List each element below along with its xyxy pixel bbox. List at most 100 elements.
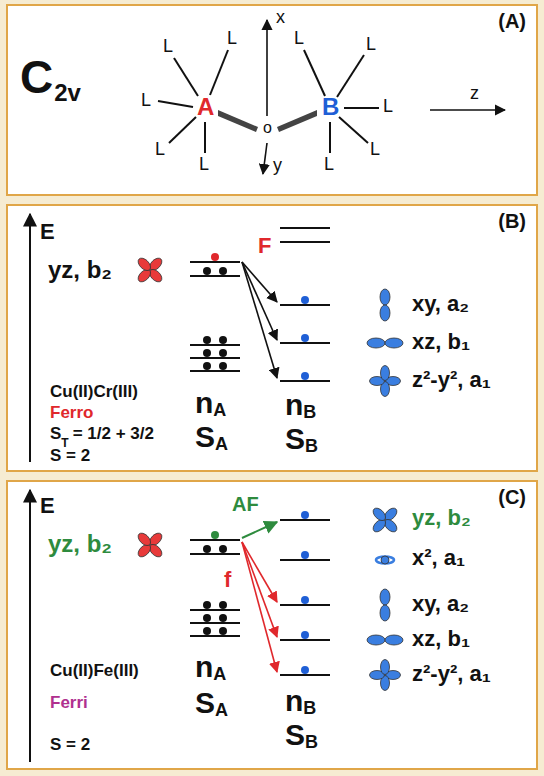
label-holder: B	[305, 733, 318, 753]
label-holder: B	[322, 94, 339, 120]
coupling-label: AF	[232, 493, 259, 515]
level-label: n	[195, 386, 213, 419]
label-holder: L	[370, 140, 380, 160]
orbital-label: z²-y², a₁	[412, 368, 491, 392]
label-holder: L	[383, 97, 393, 117]
level-label: n	[285, 388, 303, 421]
label-holder: S	[50, 425, 61, 444]
spin-label: = 1/2 + 3/2	[73, 425, 154, 444]
label-holder: A	[197, 94, 214, 120]
axis-label: z	[470, 84, 479, 104]
ligand-label: L	[294, 29, 304, 49]
ligand-label: L	[383, 97, 393, 117]
level-label: n	[285, 684, 303, 717]
label-holder: L	[366, 35, 376, 55]
label-holder: A	[213, 401, 226, 421]
label-holder: F	[258, 234, 271, 258]
ligand-label: L	[141, 91, 151, 111]
ligand-label: L	[155, 140, 165, 160]
label-holder: xz, b₁	[412, 330, 470, 354]
label-holder: yz, b₂	[412, 506, 471, 530]
orbital-label: xy, a₂	[412, 292, 469, 316]
level-label: S	[285, 422, 305, 455]
level-subscript: B	[305, 437, 318, 457]
panel-letter: (B)	[498, 210, 526, 233]
label-holder: xz, b₁	[412, 627, 470, 651]
label-holder: L	[227, 29, 237, 49]
orbital-label: x², a₁	[412, 546, 465, 570]
label-holder: yz, b₂	[48, 257, 112, 283]
label-holder: z	[470, 84, 479, 104]
compound-label: Cu(II)Fe(III)	[50, 662, 139, 681]
coupling-type: Ferri	[50, 694, 88, 713]
compound-label: Cu(II)Cr(III)	[50, 383, 138, 402]
label-holder: L	[199, 155, 209, 175]
panel-letter: (A)	[498, 10, 526, 33]
ligand-label: L	[227, 29, 237, 49]
label-holder: S	[195, 686, 215, 719]
atom-label: o	[263, 119, 272, 137]
label-holder: E	[40, 220, 55, 244]
symmetry-subscript: 2v	[54, 80, 81, 106]
label-holder: n	[285, 388, 303, 421]
label-holder: x	[276, 8, 285, 28]
ligand-label: L	[370, 140, 380, 160]
label-holder: S = 2	[50, 447, 90, 466]
level-subscript: A	[215, 435, 228, 455]
label-holder: L	[294, 29, 304, 49]
label-holder: y	[273, 156, 282, 176]
label-holder: S	[195, 420, 215, 453]
spin-label: S = 2	[50, 447, 90, 466]
label-holder: Ferro	[50, 404, 93, 423]
label-holder: L	[141, 91, 151, 111]
axis-label: y	[273, 156, 282, 176]
label-holder: B	[303, 403, 316, 423]
label-holder: S	[285, 718, 305, 751]
orbital-label: yz, b₂	[412, 506, 471, 530]
level-subscript: A	[213, 665, 226, 685]
coupling-type: Ferro	[50, 404, 93, 423]
coupling-label: F	[258, 234, 271, 258]
orbital-label: yz, b₂	[48, 257, 112, 283]
ligand-label: L	[366, 35, 376, 55]
axis-label: x	[276, 8, 285, 28]
label-holder: Ferri	[50, 694, 88, 713]
label-holder: B	[303, 699, 316, 719]
orbital-label: yz, b₂	[48, 531, 112, 557]
label-holder: B	[305, 437, 318, 457]
label-holder: A	[215, 435, 228, 455]
label-holder: L	[163, 37, 173, 57]
orbital-label: z²-y², a₁	[412, 662, 491, 686]
level-label: S	[285, 718, 305, 751]
spin-label: S = 2	[50, 736, 90, 755]
ligand-label: L	[163, 37, 173, 57]
label-holder: A	[215, 701, 228, 721]
label-holder: Cu(II)Fe(III)	[50, 662, 139, 681]
label-holder: = 1/2 + 3/2	[73, 425, 154, 444]
metal-label: B	[322, 94, 339, 120]
symmetry-label: C	[20, 52, 53, 103]
metal-label: A	[197, 94, 214, 120]
coupling-label: f	[224, 568, 231, 592]
spin-label: S	[50, 425, 61, 444]
level-label: S	[195, 420, 215, 453]
level-subscript: B	[303, 699, 316, 719]
orbital-label: xz, b₁	[412, 330, 470, 354]
ligand-label: L	[199, 155, 209, 175]
axis-label: E	[40, 494, 55, 518]
label-holder: f	[224, 568, 231, 592]
label-holder: 2v	[54, 80, 81, 106]
label-holder: S = 2	[50, 736, 90, 755]
label-holder: x², a₁	[412, 546, 465, 570]
label-holder: n	[195, 386, 213, 419]
ligand-label: L	[324, 155, 334, 175]
panel-letter: (C)	[498, 486, 526, 509]
level-label: S	[195, 686, 215, 719]
label-holder: Cu(II)Cr(III)	[50, 383, 138, 402]
orbital-label: xy, a₂	[412, 592, 469, 616]
label-holder: z²-y², a₁	[412, 662, 491, 686]
label-holder: L	[155, 140, 165, 160]
level-subscript: B	[305, 733, 318, 753]
orbital-label: xz, b₁	[412, 627, 470, 651]
level-subscript: A	[213, 401, 226, 421]
